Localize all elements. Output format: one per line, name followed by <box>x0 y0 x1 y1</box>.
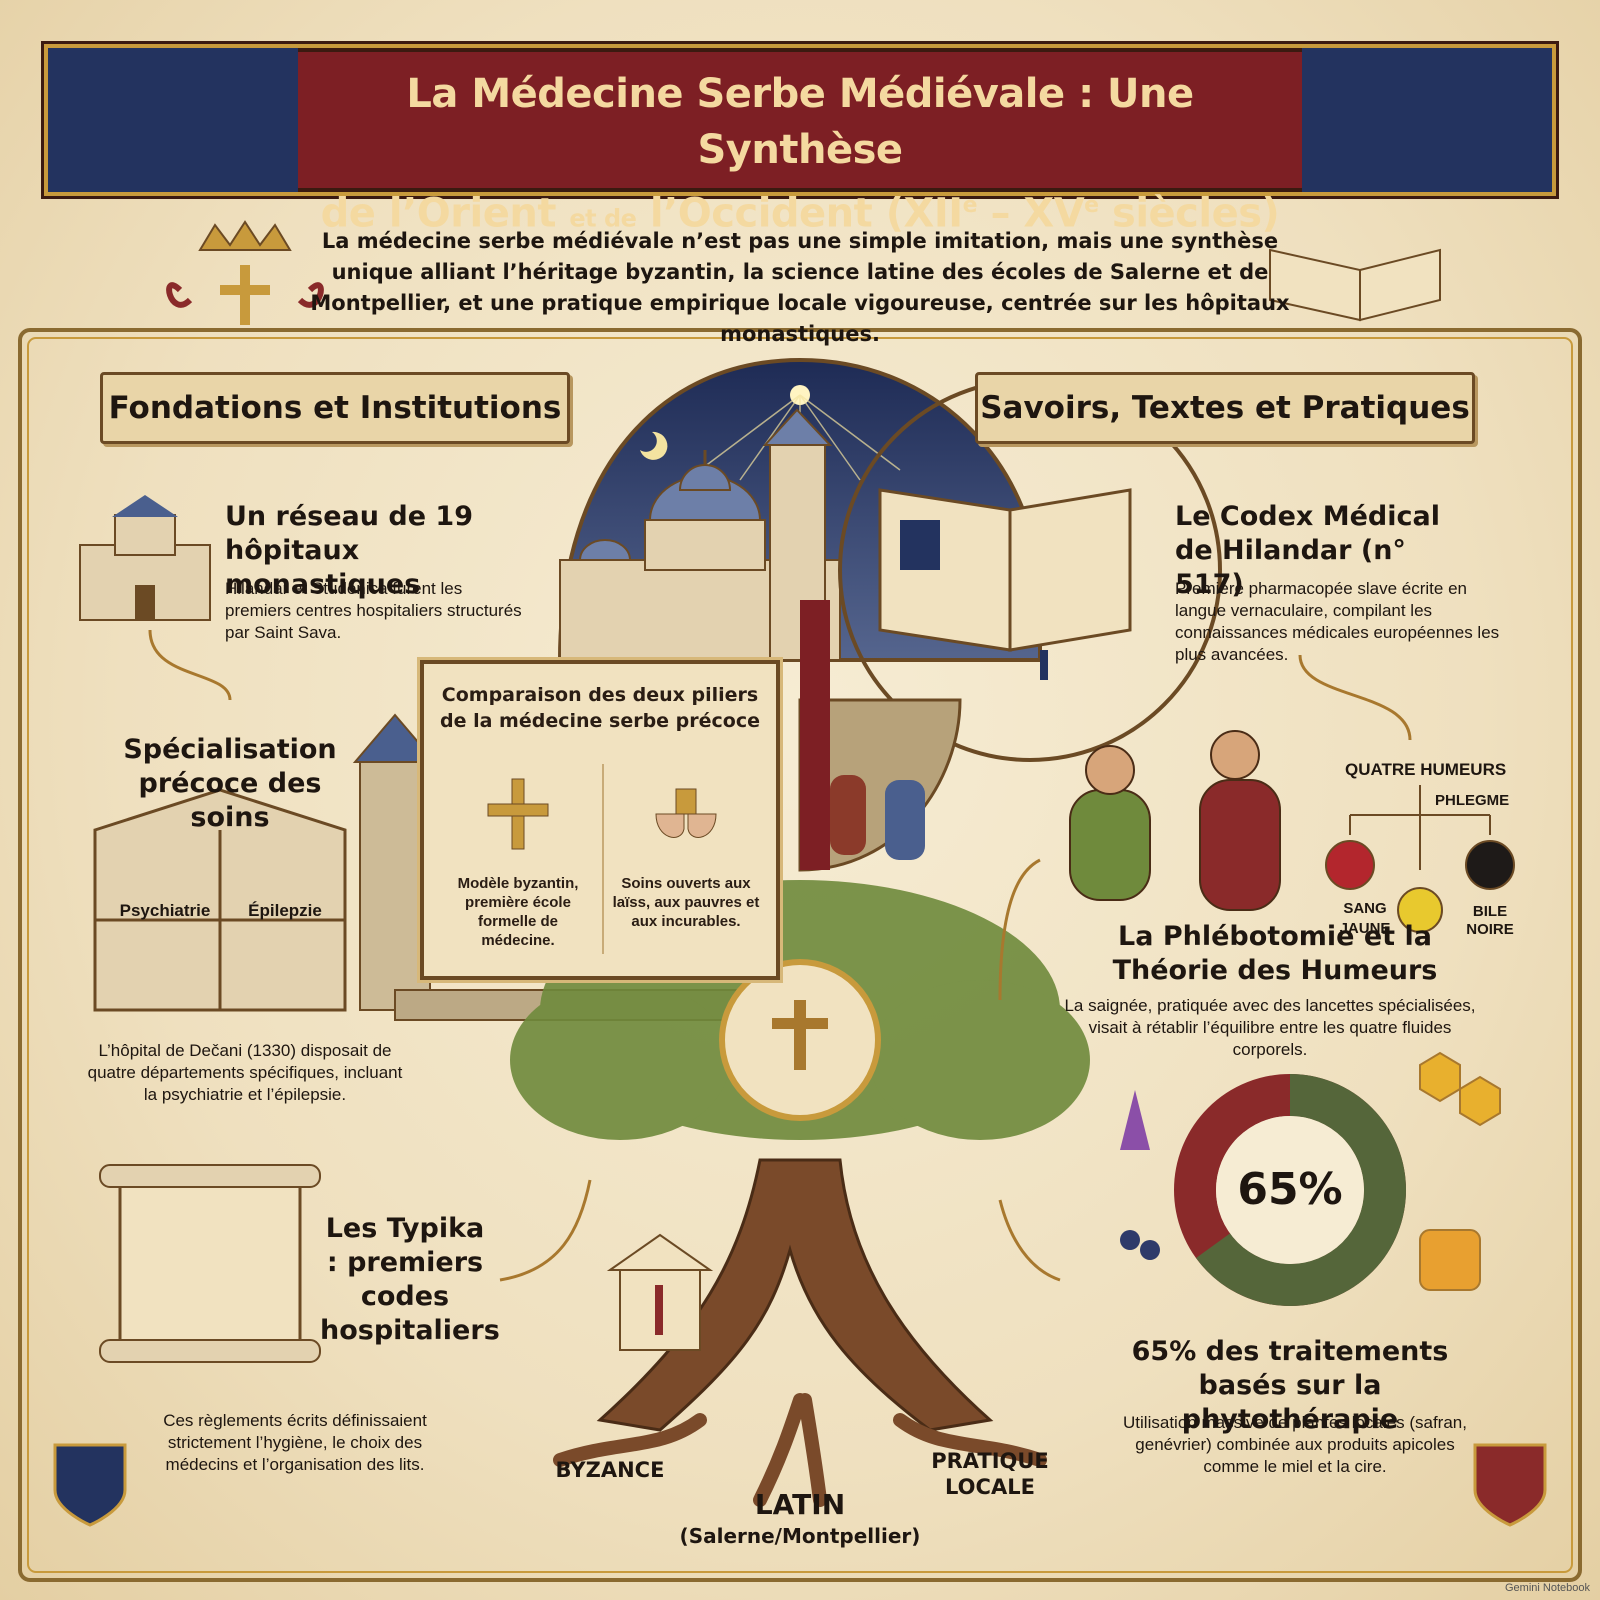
byzantine-cross-icon <box>483 774 553 854</box>
comparison-title: Comparaison des deux piliers de la médec… <box>439 684 760 732</box>
codex-text: Première pharmacopée slave écrite en lan… <box>1175 579 1500 664</box>
comparison-local-text: Soins ouverts aux laïss, aux pauvres et … <box>612 875 760 930</box>
phyto-donut-arc <box>1174 1074 1406 1306</box>
shield-eagle-icon <box>1473 1443 1547 1527</box>
phyto-percent-label: 65% <box>1237 1164 1343 1215</box>
title-line2: de l’Orient et de l’Occident (XIIe – XVe… <box>320 190 1280 237</box>
comparison-byzantine: Modèle byzantin, première école formelle… <box>438 764 598 964</box>
humor-bile-noire: BILE NOIRE <box>1466 903 1514 938</box>
right-section-banner: Savoirs, Textes et Pratiques <box>975 372 1475 444</box>
open-hands-icon <box>646 774 726 854</box>
physicians-illustration <box>1069 730 1281 911</box>
phyto-donut <box>1174 1074 1406 1306</box>
codex-book-icon <box>878 488 1132 680</box>
typika-title: Les Typika : premiers codes hospitaliers <box>320 1213 500 1346</box>
root-label-latin-sub: (Salerne/Montpellier) <box>679 1524 921 1548</box>
typika-text: Ces règlements écrits définissaient stri… <box>163 1411 427 1474</box>
castle-icon <box>79 495 211 621</box>
herbs-and-honey <box>1120 1051 1501 1291</box>
specialisation-text: L’hôpital de Dečani (1330) disposait de … <box>87 1041 403 1104</box>
codex-title: Le Codex Médical de Hilandar (n° 517) <box>1175 501 1440 600</box>
humors-scale <box>1325 785 1515 933</box>
comparison-divider <box>602 764 604 954</box>
intro-text: La médecine serbe médiévale n’est pas un… <box>310 229 1290 346</box>
room-psychiatry: Psychiatrie <box>119 901 211 920</box>
root-label-latin: LATIN <box>754 1488 846 1521</box>
title-ornament-left <box>48 48 298 192</box>
root-label-local: PRATIQUE LOCALE <box>931 1449 1049 1499</box>
title-banner: La Médecine Serbe Médiévale : Une Synthè… <box>44 44 1556 236</box>
hospital-building <box>93 788 347 1012</box>
scroll-icon <box>99 1164 321 1363</box>
phlebotomy-title: La Phlébotomie et la Théorie des Humeurs <box>1112 921 1438 986</box>
title-line1: La Médecine Serbe Médiévale : Une Synthè… <box>406 71 1194 173</box>
title-ornament-right <box>1302 48 1552 192</box>
specialisation-title: Spécialisation précoce des soins <box>123 734 337 833</box>
network-text: Hilandar et Studenica furent les premier… <box>225 579 522 642</box>
humor-jaune: JAUNE <box>1339 920 1391 937</box>
comparison-byzantine-text: Modèle byzantin, première école formelle… <box>457 875 579 949</box>
phyto-title: 65% des traitements basés sur la phytoth… <box>1131 1336 1449 1435</box>
phyto-text: Utilisation massive de plantes locales (… <box>1123 1413 1467 1476</box>
root-label-byzance: BYZANCE <box>555 1458 665 1482</box>
crown-cross-icon <box>166 220 324 325</box>
open-book-icon <box>1269 248 1441 322</box>
shield-cross-icon <box>53 1443 127 1527</box>
room-epilepsy: Épilepzie <box>248 901 322 920</box>
watermark: Gemini Notebook <box>1505 1582 1590 1594</box>
phlebotomy-text: La saignée, pratiquée avec des lancettes… <box>1064 996 1476 1059</box>
left-section-banner: Fondations et Institutions <box>100 372 570 444</box>
chapel-icon <box>606 1233 714 1351</box>
comparison-local: Soins ouverts aux laïss, aux pauvres et … <box>606 764 766 964</box>
comparison-panel: Comparaison des deux piliers de la médec… <box>420 660 780 980</box>
humors-title: QUATRE HUMEURS <box>1345 760 1507 779</box>
humor-phlegme: PHLEGME <box>1435 792 1510 809</box>
network-title: Un réseau de 19 hôpitaux monastiques <box>225 501 474 600</box>
humor-sang: SANG <box>1343 900 1387 917</box>
page-title: La Médecine Serbe Médiévale : Une Synthè… <box>298 66 1302 246</box>
